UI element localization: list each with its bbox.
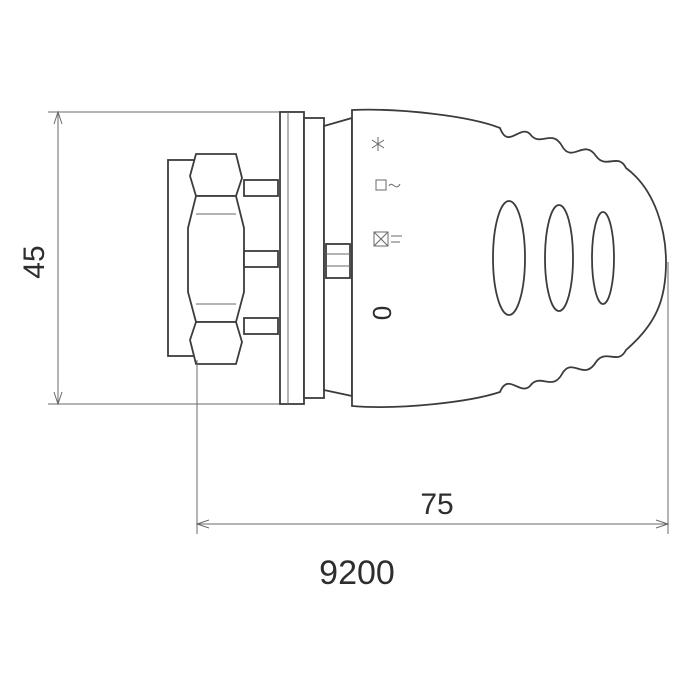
length-arrow-right — [655, 519, 670, 529]
connector-nut — [167, 153, 245, 365]
nut-hex-middle — [187, 195, 245, 323]
nut-hex-top — [189, 153, 243, 197]
height-arrow-bottom — [53, 391, 63, 406]
scale-zero-mark: 0 — [367, 306, 397, 320]
length-label: 75 — [420, 488, 453, 521]
grip-slot — [591, 211, 615, 305]
flange — [279, 111, 353, 405]
flange-ring — [303, 117, 325, 399]
height-arrow-top — [53, 110, 63, 125]
stud-bottom — [243, 317, 279, 335]
neck-clip — [325, 243, 351, 279]
height-dimension: 45 — [18, 110, 290, 406]
length-dimension: 75 — [195, 262, 670, 534]
length-arrow-left — [195, 519, 210, 529]
grip-slot — [544, 204, 574, 312]
snowflake-icon — [371, 137, 385, 151]
flange-plate — [279, 111, 305, 405]
stud-top — [243, 179, 279, 197]
stud-middle — [243, 250, 279, 268]
height-label: 45 — [18, 245, 51, 278]
model-code: 9200 — [319, 554, 395, 592]
certification-mark-icon — [373, 179, 402, 247]
grip-slot — [492, 200, 526, 316]
studs — [243, 179, 279, 335]
nut-hex-bottom — [189, 321, 243, 365]
